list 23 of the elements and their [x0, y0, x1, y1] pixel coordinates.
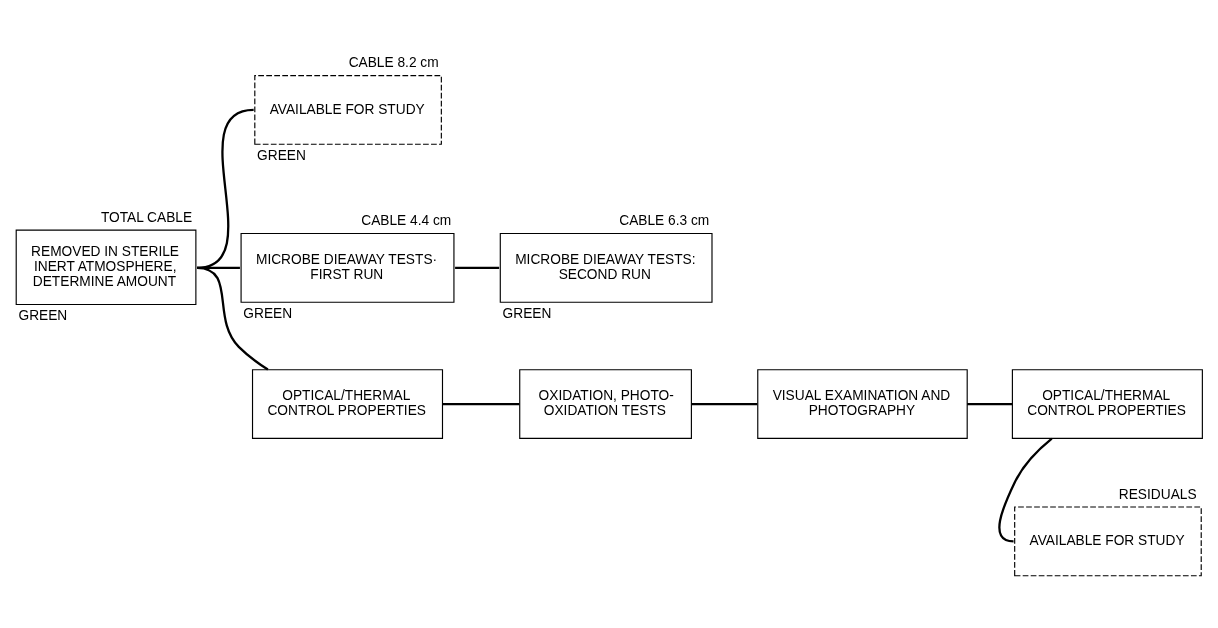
node-label: RESIDUALS: [1118, 486, 1197, 502]
node-box: REMOVED IN STERILE INERT ATMOSPHERE, DETERMINE AMOUNT: [15, 229, 197, 305]
connector: [455, 266, 500, 269]
connector: [442, 402, 520, 405]
node-box: MICROBE DIEAWAY TESTS: SECOND RUN: [499, 232, 713, 303]
connector: [196, 266, 269, 370]
node-label: GREEN: [257, 147, 306, 163]
node-box: MICROBE DIEAWAY TESTS· FIRST RUN: [240, 232, 455, 303]
node-label: GREEN: [18, 307, 68, 323]
node-box: VISUAL EXAMINATION AND PHOTOGRAPHY: [757, 368, 968, 439]
node-box: OPTICAL/THERMAL CONTROL PROPERTIES: [1011, 368, 1203, 439]
connector: [967, 402, 1013, 405]
node-label: GREEN: [502, 305, 552, 321]
node-box: OPTICAL/THERMAL CONTROL PROPERTIES: [251, 368, 444, 439]
node-box: AVAILABLE FOR STUDY: [254, 74, 442, 145]
node-label: CABLE 6.3 cm: [619, 212, 710, 228]
node-label: GREEN: [243, 305, 293, 321]
node-label: CABLE 8.2 cm: [348, 54, 439, 70]
node-box: AVAILABLE FOR STUDY: [1014, 505, 1202, 576]
node-box: OXIDATION, PHOTO-OXIDATION TESTS: [519, 368, 692, 439]
connector: [691, 402, 758, 405]
node-label: TOTAL CABLE: [100, 209, 193, 225]
node-label: CABLE 4.4 cm: [361, 212, 452, 228]
